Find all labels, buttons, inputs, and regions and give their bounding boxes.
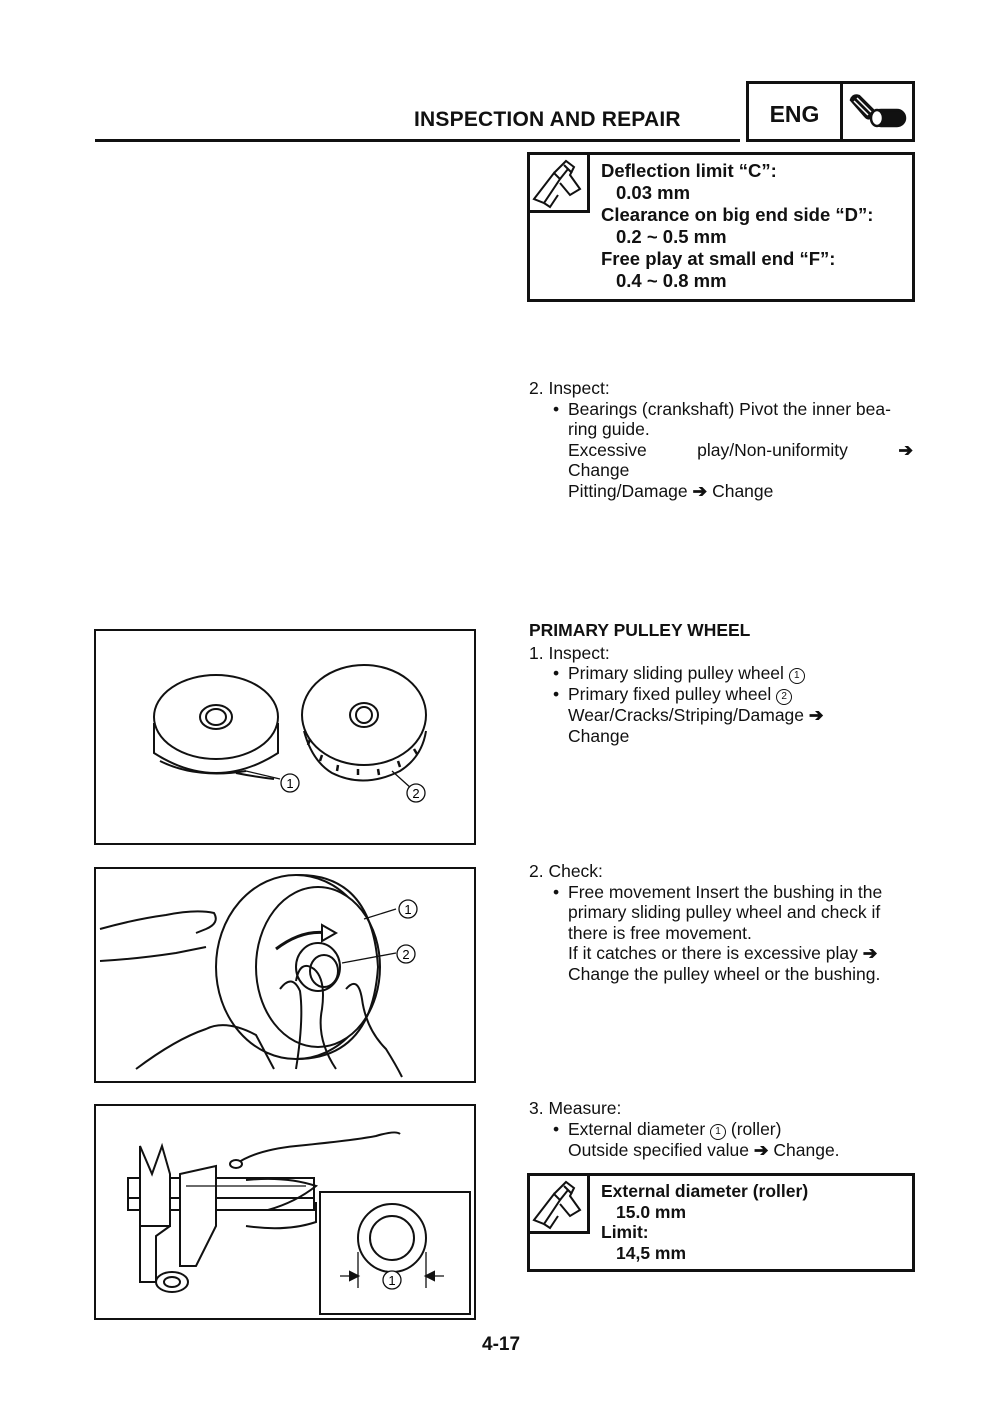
figure-pulley-wheels: 1 2: [94, 629, 476, 845]
callout-2: 2: [396, 944, 416, 964]
callout-ref: 1: [788, 668, 805, 684]
check-section: 2. Check: • Free movement Insert the bus…: [529, 861, 915, 984]
figure-measure-roller: 1: [94, 1104, 476, 1320]
callout-label: 1: [286, 776, 293, 791]
step-heading: 3. Measure:: [529, 1098, 622, 1118]
bullet: •: [553, 881, 560, 902]
callout-label: 2: [402, 947, 409, 962]
bullet-label: Primary sliding pulley wheel: [568, 663, 784, 683]
bullet-text: Primary fixed pulley wheel 2: [568, 684, 915, 705]
result-text: Outside specified value: [568, 1139, 749, 1160]
result-text: Change: [568, 460, 630, 480]
spec-value: 14,5 mm: [616, 1242, 687, 1263]
section-badge: ENG: [746, 81, 843, 142]
spec-value: 0.03 mm: [616, 182, 691, 203]
step-heading: 1. Inspect:: [529, 642, 610, 663]
bullet-text: ring guide.: [568, 419, 650, 439]
callout-ref: 1: [710, 1123, 727, 1140]
result-line: Wear/Cracks/Striping/Damage ➔: [568, 705, 915, 726]
bullet-label: External diameter: [568, 1118, 706, 1139]
callout-2: 2: [406, 783, 426, 803]
spec-box-crankshaft: Deflection limit “C”: 0.03 mm Clearance …: [527, 152, 915, 302]
caliper-icon: [530, 155, 590, 213]
result-text: Excessive: [568, 439, 647, 460]
caliper-icon: [530, 1176, 590, 1234]
bullet: •: [553, 684, 560, 704]
arrow-icon: ➔: [862, 943, 878, 963]
measure-section: 3. Measure: • External diameter 1 (rolle…: [529, 1098, 915, 1160]
bullet: •: [553, 398, 560, 419]
result-text: play/Non-uniformity: [697, 439, 848, 460]
arrow-icon: ➔: [808, 705, 824, 725]
arrow-icon: ➔: [692, 480, 708, 501]
spec-value: 0.2 ~ 0.5 mm: [616, 226, 727, 247]
result-text: Change the pulley wheel or the bushing.: [568, 963, 881, 984]
spec-value: 0.4 ~ 0.8 mm: [616, 270, 727, 291]
bullet-text: Primary sliding pulley wheel 1: [568, 663, 915, 684]
result-text: Change.: [773, 1139, 840, 1160]
engine-icon: [840, 81, 915, 142]
callout-label: 1: [388, 1273, 395, 1288]
result-text: If it catches or there is excessive play: [568, 943, 858, 963]
arrow-icon: ➔: [898, 439, 913, 460]
page-number: 4-17: [482, 1334, 521, 1355]
result-line: Outside specified value ➔ Change.: [568, 1140, 915, 1161]
bullet-label: (roller): [730, 1118, 782, 1139]
spec-box-roller: External diameter (roller) 15.0 mm Limit…: [527, 1173, 915, 1272]
result-line: Pitting/Damage ➔ Change: [568, 481, 915, 502]
callout-1: 1: [382, 1270, 402, 1290]
result-line: If it catches or there is excessive play…: [568, 943, 915, 964]
callout-label: 2: [412, 786, 419, 801]
primary-pulley-section: PRIMARY PULLEY WHEEL 1. Inspect: • Prima…: [529, 620, 915, 746]
page-title: INSPECTION AND REPAIR: [414, 108, 681, 131]
bullet-text: External diameter 1 (roller): [568, 1119, 915, 1140]
section-heading: PRIMARY PULLEY WHEEL: [529, 620, 751, 640]
callout-1: 1: [398, 899, 418, 919]
callout-label: 1: [404, 902, 411, 917]
callout-1: 1: [280, 773, 300, 793]
figure-check-bushing: 1 2: [94, 867, 476, 1083]
bullet-text: Bearings (crankshaft) Pivot the inner be…: [568, 398, 891, 419]
bullet-text: primary sliding pulley wheel and check i…: [568, 902, 881, 922]
section-badge-label: ENG: [769, 101, 820, 127]
bullet-label: Primary fixed pulley wheel: [568, 684, 772, 704]
bullet-text: there is free movement.: [568, 922, 752, 943]
result-text: Change: [568, 725, 630, 746]
spec-label: Deflection limit “C”:: [601, 160, 777, 181]
spec-label: Limit:: [601, 1222, 649, 1242]
spec-label: Free play at small end “F”:: [601, 248, 836, 269]
bullet: •: [553, 1118, 560, 1139]
result-text: Pitting/Damage: [568, 480, 688, 501]
spec-label: Clearance on big end side “D”:: [601, 204, 874, 225]
result-text: Change: [712, 480, 774, 501]
step-heading: 2. Check:: [529, 861, 603, 881]
inspect-bearings-section: 2. Inspect: • Bearings (crankshaft) Pivo…: [529, 378, 915, 501]
header-rule: [95, 139, 740, 142]
bullet: •: [553, 663, 560, 683]
spec-label: External diameter (roller): [601, 1181, 809, 1201]
arrow-icon: ➔: [753, 1139, 769, 1160]
result-text: Wear/Cracks/Striping/Damage: [568, 705, 805, 725]
bullet-text: Free movement Insert the bushing in the: [568, 881, 883, 902]
spec-value: 15.0 mm: [616, 1201, 687, 1222]
result-line: Excessive play/Non-uniformity ➔: [568, 440, 913, 461]
callout-ref: 2: [776, 689, 793, 705]
step-heading: 2. Inspect:: [529, 378, 610, 398]
